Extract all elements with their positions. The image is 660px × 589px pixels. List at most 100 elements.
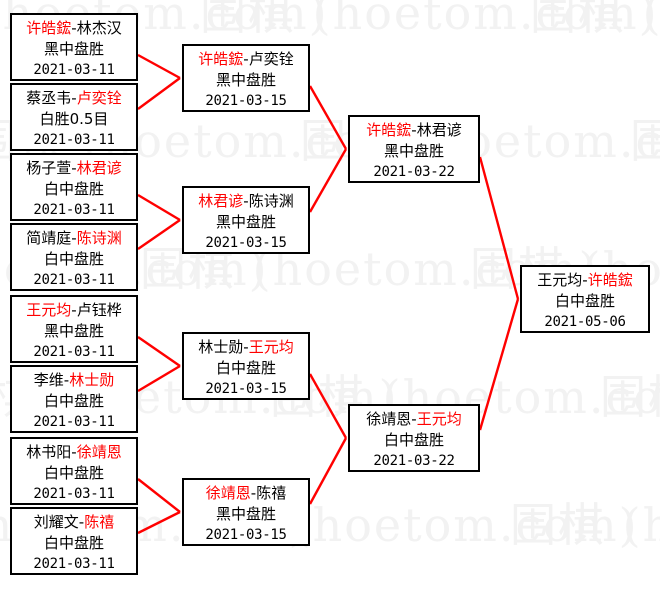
match-players: 许皓鋐-林君谚: [350, 120, 478, 141]
watermark-text: 围棋 (hoetom.com): [530, 0, 660, 40]
match-players: 蔡丞韦-卢奕铨: [12, 88, 136, 109]
player-left: 许皓鋐: [198, 50, 244, 68]
vs-separator: -: [71, 229, 77, 247]
player-left: 杨子萱: [26, 159, 72, 177]
match-players: 许皓鋐-林杰汉: [12, 18, 136, 39]
player-left: 蔡丞韦: [26, 89, 72, 107]
connector-line: [137, 77, 181, 110]
match-result: 白中盘胜: [43, 464, 104, 482]
match-players: 王元均-卢钰桦: [12, 300, 136, 321]
player-left: 徐靖恩: [205, 484, 251, 502]
player-right: 林杰汉: [76, 19, 122, 37]
match-result: 黑中盘胜: [215, 505, 276, 523]
match-result: 黑中盘胜: [43, 322, 104, 340]
match-players: 徐靖恩-王元均: [350, 409, 478, 430]
match-box[interactable]: 许皓鋐-林杰汉黑中盘胜 2021-03-11: [10, 13, 138, 81]
vs-separator: -: [243, 338, 249, 356]
vs-separator: -: [71, 19, 77, 37]
vs-separator: -: [71, 89, 77, 107]
connector-line: [137, 364, 181, 393]
match-players: 徐靖恩-陈禧: [184, 483, 308, 504]
match-result: 白中盘胜: [43, 534, 104, 552]
match-players: 林士勋-王元均: [184, 337, 308, 358]
vs-separator: -: [71, 301, 77, 319]
match-date: 2021-03-11: [33, 202, 115, 218]
player-left: 徐靖恩: [366, 410, 412, 428]
player-right: 卢钰桦: [76, 301, 122, 319]
player-right: 林士勋: [69, 371, 115, 389]
match-box[interactable]: 许皓鋐-林君谚黑中盘胜 2021-03-22: [348, 115, 480, 183]
connector-line: [137, 53, 181, 80]
player-right: 陈诗渊: [76, 229, 122, 247]
match-result: 白中盘胜: [215, 359, 276, 377]
player-right: 徐靖恩: [76, 443, 122, 461]
connector-line: [308, 373, 348, 439]
connector-line: [137, 336, 181, 367]
player-right: 卢奕铨: [76, 89, 122, 107]
watermark-text: 围棋 (hoetom.com): [600, 370, 660, 424]
match-date: 2021-03-15: [205, 93, 287, 109]
match-date: 2021-03-11: [33, 272, 115, 288]
connector-line: [478, 156, 520, 300]
vs-separator: -: [71, 443, 77, 461]
match-players: 王元均-许皓鋐: [522, 270, 648, 291]
player-right: 林君谚: [76, 159, 122, 177]
match-result: 黑中盘胜: [43, 40, 104, 58]
watermark-text: 围棋 (hoetom.com): [200, 0, 659, 40]
player-left: 王元均: [26, 301, 72, 319]
match-result: 白中盘胜: [43, 392, 104, 410]
match-date: 2021-03-11: [33, 556, 115, 572]
match-date: 2021-03-15: [205, 381, 287, 397]
vs-separator: -: [411, 410, 417, 428]
vs-separator: -: [411, 121, 417, 139]
player-right: 陈诗渊: [248, 192, 294, 210]
match-date: 2021-03-15: [205, 527, 287, 543]
match-date: 2021-03-11: [33, 344, 115, 360]
vs-separator: -: [243, 50, 249, 68]
match-date: 2021-05-06: [544, 314, 626, 330]
match-result: 白中盘胜: [383, 431, 444, 449]
player-right: 陈禧: [84, 513, 115, 531]
watermark-text: 围棋 (hoetom.com): [630, 114, 660, 168]
vs-separator: -: [243, 192, 249, 210]
vs-separator: -: [71, 159, 77, 177]
match-box[interactable]: 王元均-许皓鋐白中盘胜 2021-05-06: [520, 265, 650, 333]
player-right: 陈禧: [256, 484, 287, 502]
match-date: 2021-03-22: [373, 164, 455, 180]
match-result: 黑中盘胜: [383, 142, 444, 160]
match-box[interactable]: 杨子萱-林君谚白中盘胜 2021-03-11: [10, 153, 138, 221]
player-left: 林士勋: [198, 338, 244, 356]
player-left: 李维: [33, 371, 64, 389]
match-result: 黑中盘胜: [215, 213, 276, 231]
match-result: 白胜0.5目: [39, 110, 109, 128]
match-box[interactable]: 林君谚-陈诗渊黑中盘胜 2021-03-15: [182, 186, 310, 254]
match-box[interactable]: 刘耀文-陈禧白中盘胜 2021-03-11: [10, 507, 138, 575]
match-date: 2021-03-11: [33, 62, 115, 78]
match-result: 白中盘胜: [43, 180, 104, 198]
connector-line: [478, 298, 520, 431]
connector-line: [308, 85, 348, 150]
match-result: 黑中盘胜: [215, 71, 276, 89]
match-result: 白中盘胜: [554, 292, 615, 310]
player-right: 王元均: [248, 338, 294, 356]
player-right: 林君谚: [416, 121, 462, 139]
match-players: 刘耀文-陈禧: [12, 512, 136, 533]
player-left: 林君谚: [198, 192, 244, 210]
player-right: 许皓鋐: [587, 271, 633, 289]
connector-line: [137, 478, 181, 513]
match-box[interactable]: 徐靖恩-陈禧黑中盘胜 2021-03-15: [182, 478, 310, 546]
player-left: 刘耀文: [33, 513, 79, 531]
match-players: 简靖庭-陈诗渊: [12, 228, 136, 249]
match-players: 李维-林士勋: [12, 370, 136, 391]
match-date: 2021-03-11: [33, 486, 115, 502]
vs-separator: -: [582, 271, 588, 289]
match-date: 2021-03-15: [205, 235, 287, 251]
